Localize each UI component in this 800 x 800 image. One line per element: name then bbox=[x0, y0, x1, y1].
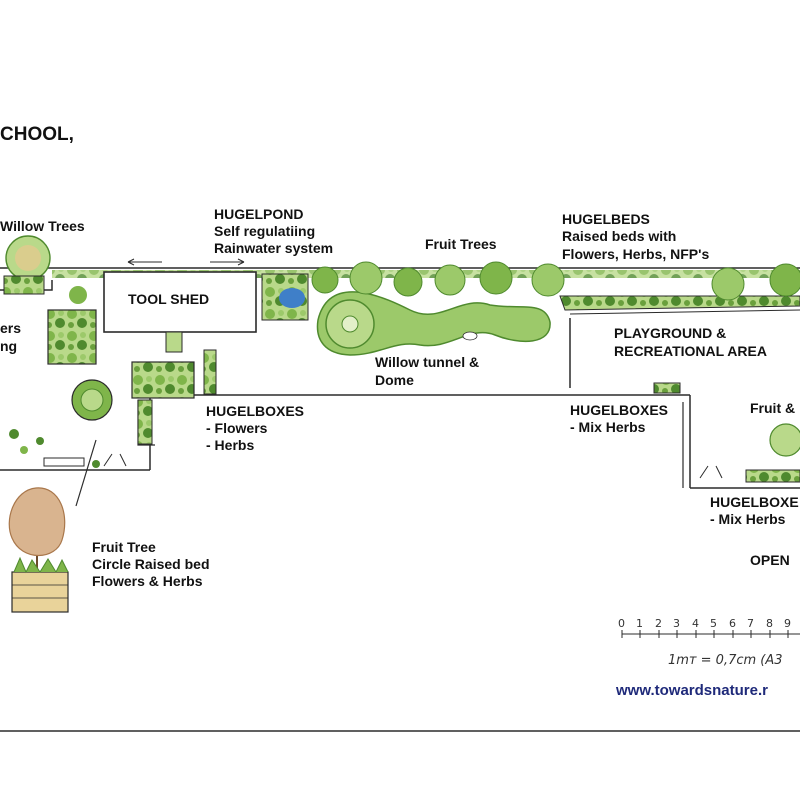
circle-raised-bed-inner bbox=[80, 388, 104, 412]
label-fruit-and: Fruit & bbox=[750, 400, 796, 416]
label-left-ers: ers bbox=[0, 320, 22, 336]
plan-title: CHOOL, bbox=[0, 124, 74, 145]
label-hugelpond-line1: Self regulatiing bbox=[214, 223, 316, 239]
label-hugelpond-line2: Rainwater system bbox=[214, 240, 334, 256]
label-hugelboxes-c-title: HUGELBOXE bbox=[710, 494, 799, 510]
label-willow-tunnel-line2: Dome bbox=[375, 372, 414, 388]
hugelbox-vertical bbox=[137, 399, 153, 445]
leader-line bbox=[75, 439, 97, 507]
left-bed-2 bbox=[47, 309, 97, 365]
gate-arrow-right bbox=[699, 465, 723, 479]
tunnel-opening bbox=[462, 331, 478, 341]
label-hugelbeds-title: HUGELBEDS bbox=[562, 211, 650, 227]
shed-step bbox=[165, 331, 183, 353]
playground-area bbox=[569, 309, 800, 315]
hugelboxes-mix-herbs bbox=[653, 382, 681, 394]
shrub bbox=[69, 286, 87, 304]
scale-tick: 9 bbox=[784, 617, 791, 630]
label-hugelboxes-a-line1: - Flowers bbox=[206, 420, 268, 436]
scale-tick: 1 bbox=[636, 617, 643, 630]
scale-tick: 4 bbox=[692, 617, 699, 630]
label-fruit-tree-line3: Flowers & Herbs bbox=[92, 573, 203, 589]
hugelpond-water bbox=[279, 288, 305, 308]
label-hugelboxes-a-title: HUGELBOXES bbox=[206, 403, 305, 419]
scale-note: 1mт = 0,7cm (A3 bbox=[668, 653, 783, 668]
label-fruit-tree-line1: Fruit Tree bbox=[92, 539, 156, 555]
hugelbeds-bed bbox=[559, 295, 800, 311]
hedge-strip bbox=[52, 270, 800, 278]
fruit-tree-circle-right bbox=[769, 423, 800, 457]
label-left-ing: ng bbox=[0, 338, 18, 354]
hugelboxes-flowers-herbs bbox=[131, 361, 195, 399]
label-fruit-trees: Fruit Trees bbox=[425, 236, 497, 252]
label-hugelboxes-b-line1: - Mix Herbs bbox=[570, 419, 646, 435]
label-tool-shed: TOOL SHED bbox=[128, 291, 210, 307]
label-hugelbeds-line1: Raised beds with bbox=[562, 228, 677, 244]
scale-tick: 8 bbox=[766, 617, 773, 630]
pond-arrow bbox=[210, 258, 245, 266]
label-fruit-tree-line2: Circle Raised bed bbox=[92, 556, 210, 572]
label-playground-line2: RECREATIONAL AREA bbox=[614, 343, 767, 359]
label-hugelboxes-b-title: HUGELBOXES bbox=[570, 402, 669, 418]
scale-tick: 6 bbox=[729, 617, 736, 630]
label-willow-tunnel-line1: Willow tunnel & bbox=[375, 354, 480, 370]
willow-tunnel bbox=[316, 291, 551, 356]
left-bed-1 bbox=[3, 275, 45, 295]
scale-tick: 2 bbox=[655, 617, 662, 630]
willow-tree-canopy bbox=[15, 245, 41, 271]
fruit-tree-illustration bbox=[8, 487, 69, 613]
website-link[interactable]: www.towardsnature.r bbox=[616, 682, 768, 699]
label-willow-trees: Willow Trees bbox=[0, 218, 85, 234]
label-hugelbeds-line2: Flowers, Herbs, NFP's bbox=[562, 246, 710, 262]
lower-left-shrubs bbox=[9, 429, 100, 468]
bench bbox=[43, 457, 85, 467]
scale-bar bbox=[621, 630, 800, 638]
label-playground-line1: PLAYGROUND & bbox=[614, 325, 727, 341]
scale-tick: 3 bbox=[673, 617, 680, 630]
label-hugelpond-title: HUGELPOND bbox=[214, 206, 304, 222]
hugelbox-small bbox=[203, 349, 217, 395]
label-open: OPEN bbox=[750, 552, 790, 568]
willow-dome-center bbox=[341, 315, 359, 333]
gate-arrow-left bbox=[103, 453, 127, 467]
scale-tick: 7 bbox=[747, 617, 754, 630]
hugelboxes-mix-herbs-right bbox=[745, 469, 800, 483]
hugelbeds-trees bbox=[711, 263, 800, 301]
fruit-tree-row bbox=[311, 261, 565, 297]
label-hugelboxes-a-line2: - Herbs bbox=[206, 437, 255, 453]
shed-door-arrow bbox=[127, 258, 162, 266]
label-hugelboxes-c-line1: - Mix Herbs bbox=[710, 511, 786, 527]
scale-tick: 0 bbox=[618, 617, 625, 630]
scale-tick: 5 bbox=[710, 617, 717, 630]
